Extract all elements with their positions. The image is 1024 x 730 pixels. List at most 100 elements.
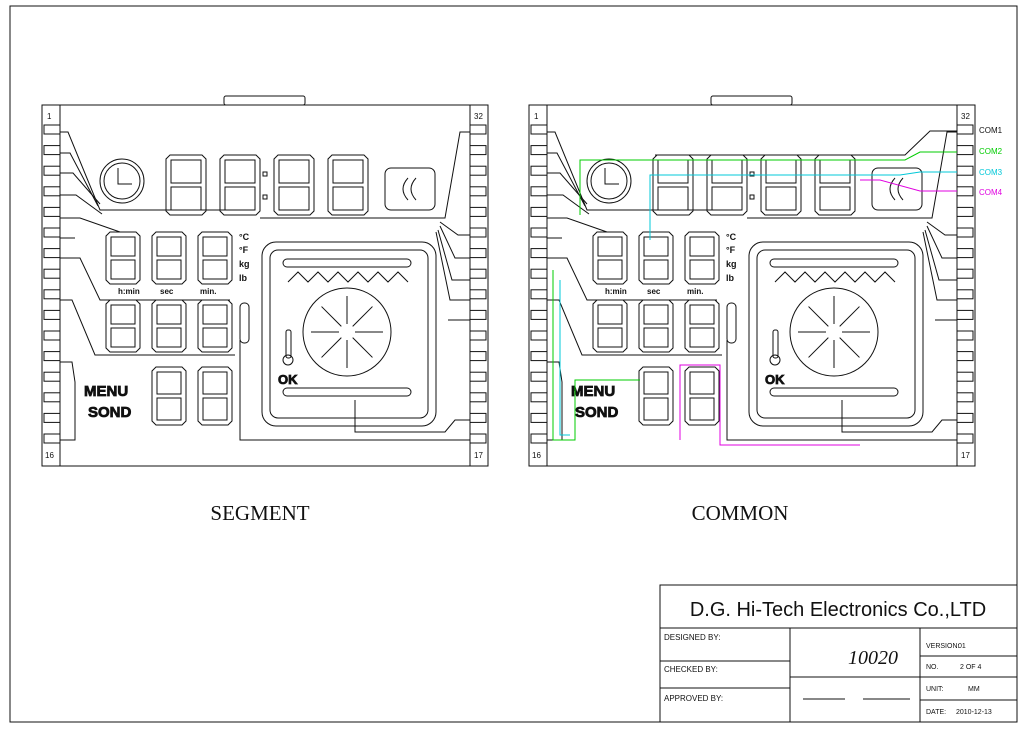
digit-lower-hole	[202, 327, 228, 348]
panel-caption-segment: SEGMENT	[210, 501, 309, 525]
pin-left	[530, 371, 548, 382]
pin-right	[469, 309, 487, 320]
digit-lower-hole	[597, 259, 623, 280]
com4-trace	[860, 179, 957, 192]
digit-lower-hole	[711, 186, 743, 211]
pin-left	[43, 309, 61, 320]
bottom-heater	[282, 387, 412, 397]
digit-lower-hole	[689, 259, 715, 280]
row3-digit-2	[684, 366, 720, 426]
row1-digit-3	[197, 231, 233, 285]
pin-right	[956, 309, 974, 320]
digit-lower-hole	[643, 259, 669, 280]
wave-symbol	[402, 177, 417, 201]
sond-label: SOND	[88, 404, 132, 421]
oven-frame	[261, 241, 437, 427]
row2-digit-1	[105, 299, 141, 353]
fan-blade	[352, 306, 373, 327]
colon-dot	[262, 171, 268, 177]
digit-lower-hole	[224, 186, 256, 211]
panel-caption-common: COMMON	[692, 501, 789, 525]
pin-right	[956, 268, 974, 279]
trace	[60, 152, 99, 207]
lb-label: lb	[239, 273, 248, 283]
row3-digit-1	[638, 366, 674, 426]
celsius-label: °C	[726, 232, 737, 242]
top-digit-1	[652, 154, 694, 216]
com3-label: COM3	[979, 168, 1003, 177]
clock-icon-inner	[103, 162, 141, 200]
pin-right	[469, 165, 487, 176]
trace	[547, 172, 588, 205]
pin-left	[43, 124, 61, 135]
pin-right	[956, 145, 974, 156]
trace	[924, 229, 957, 281]
top-digit-2	[706, 154, 748, 216]
digit-lower-hole	[202, 259, 228, 280]
pin-right	[469, 227, 487, 238]
hmin-label: h:min	[605, 287, 627, 296]
pin-right	[469, 412, 487, 423]
sec-label: sec	[160, 287, 174, 296]
digit-outline	[197, 299, 233, 353]
digit-outline	[760, 154, 802, 216]
fan-blade	[839, 306, 860, 327]
trace	[926, 221, 957, 236]
pin-right	[469, 145, 487, 156]
thermometer-icon	[772, 329, 779, 359]
kg-label: kg	[726, 259, 737, 269]
pin-left	[530, 433, 548, 444]
digit-upper-hole	[202, 236, 228, 257]
pin-left	[530, 124, 548, 135]
pin-right	[469, 268, 487, 279]
unit-label: UNIT:	[926, 686, 944, 693]
sond-label: SOND	[575, 404, 619, 421]
sec-label: sec	[647, 287, 661, 296]
pin-left	[530, 165, 548, 176]
pin-left	[530, 227, 548, 238]
trace	[260, 131, 470, 219]
celsius-label: °C	[239, 232, 250, 242]
trace	[547, 194, 590, 215]
pin-right	[956, 186, 974, 197]
pin-32-label: 32	[961, 112, 970, 121]
trace	[435, 231, 470, 301]
digit-outline	[165, 154, 207, 216]
fan-blade	[321, 337, 342, 358]
pin-right	[956, 248, 974, 259]
pin-32-label: 32	[474, 112, 483, 121]
row3-digit-1	[151, 366, 187, 426]
digit-outline	[706, 154, 748, 216]
digit-outline	[652, 154, 694, 216]
no-value: 2 OF 4	[960, 664, 982, 671]
pin-17-label: 17	[474, 451, 483, 460]
digit-outline	[219, 154, 261, 216]
trace	[239, 340, 470, 441]
timer-icon	[726, 302, 737, 344]
pin-left	[43, 145, 61, 156]
pin-left	[530, 351, 548, 362]
digit-upper-hole	[689, 236, 715, 257]
pin-left	[43, 330, 61, 341]
ok-label: OK	[278, 372, 298, 387]
unit-value: MM	[968, 686, 980, 693]
date-label: DATE:	[926, 709, 946, 716]
digit-upper-hole	[643, 304, 669, 325]
pin-left	[43, 268, 61, 279]
trace	[60, 217, 121, 233]
digit-lower-hole	[643, 397, 669, 421]
digit-outline	[151, 299, 187, 353]
row1-digit-1	[592, 231, 628, 285]
digit-lower-hole	[156, 259, 182, 280]
trace	[926, 225, 957, 259]
digit-upper-hole	[597, 304, 623, 325]
fan-blade	[808, 337, 829, 358]
common-panel: 1 16 32 17 COMMON COM1 COM2 COM3 COM4 h:…	[528, 95, 1003, 525]
designed-by-label: DESIGNED BY:	[664, 633, 720, 642]
digit-outline	[638, 299, 674, 353]
digit-upper-hole	[110, 236, 136, 257]
lcd-tab	[223, 95, 306, 106]
digit-upper-hole	[689, 371, 715, 395]
sheet-border	[9, 5, 1018, 723]
digit-upper-hole	[224, 159, 256, 184]
